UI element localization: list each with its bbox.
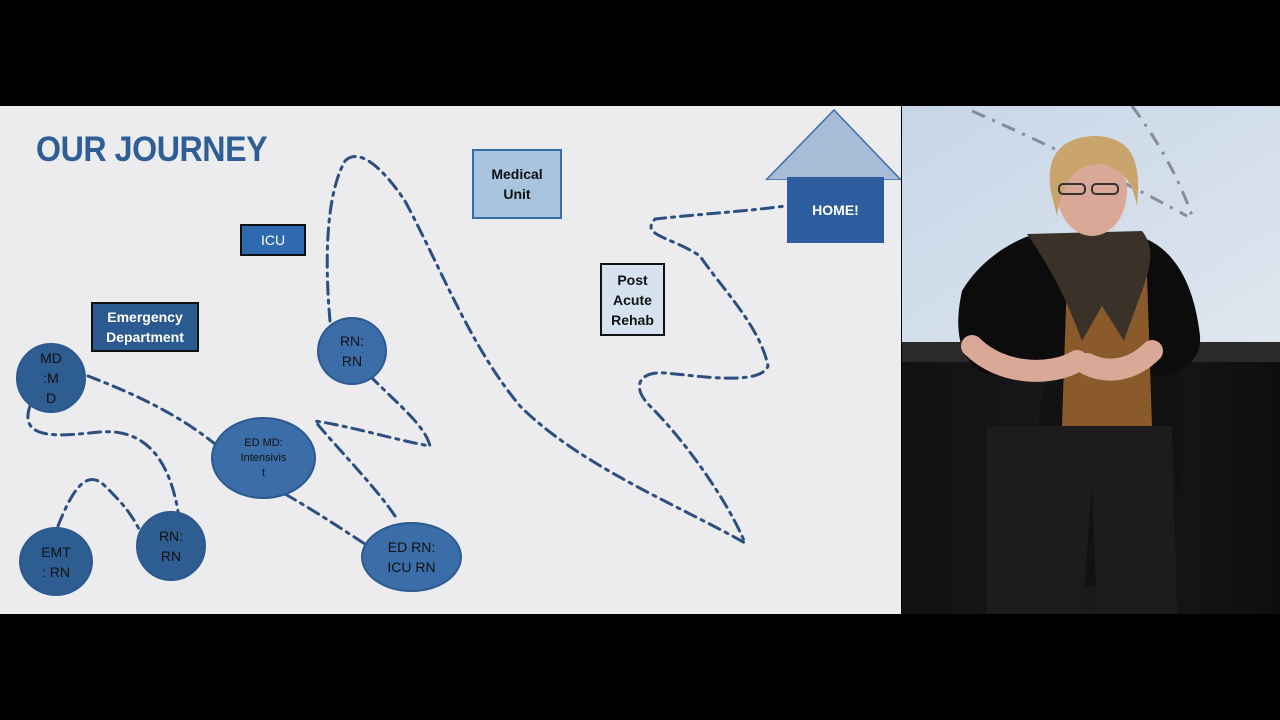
- medical-label-1: Medical: [491, 166, 543, 182]
- md-circle: MD :M D: [16, 343, 86, 413]
- emt-label-1: EMT: [41, 543, 71, 560]
- emergency-label-1: Emergency: [107, 309, 183, 325]
- md-label-1: MD: [40, 350, 62, 366]
- md-label-3: D: [45, 390, 57, 406]
- emergency-label-2: Department: [106, 329, 184, 345]
- ed-rn-label-1: ED RN:: [387, 539, 436, 555]
- path-emt-to-rn: [56, 478, 142, 533]
- post-acute-rehab-box: Post Acute Rehab: [600, 263, 665, 336]
- rn-left-label-1: RN:: [158, 528, 184, 544]
- ed-md-label-3: t: [261, 466, 266, 479]
- ed-md-label-1: ED MD:: [244, 436, 283, 449]
- home-box: HOME!: [787, 177, 884, 243]
- path-md-to-rn: [26, 404, 180, 513]
- rn-left-label-2: RN: [160, 548, 182, 564]
- rehab-label-2: Acute: [613, 291, 652, 308]
- ed-md-label-2: Intensivis: [240, 451, 287, 464]
- rn-left-circle: RN: RN: [136, 511, 206, 581]
- path-md-to-edmd: [86, 374, 217, 446]
- medical-unit-box: Medical Unit: [472, 149, 562, 219]
- slide-title: OUR JOURNEY: [36, 130, 268, 169]
- journey-paths: [26, 155, 787, 548]
- icu-label: ICU: [260, 232, 286, 248]
- rn-top-label-1: RN:: [339, 333, 365, 349]
- path-edrn-loop: [311, 376, 433, 518]
- medical-label-2: Unit: [503, 186, 531, 202]
- icu-box: ICU: [240, 224, 306, 256]
- emt-circle: EMT : RN: [19, 527, 93, 596]
- ed-rn-label-2: ICU RN: [387, 559, 436, 575]
- emt-label-2: : RN: [42, 563, 70, 580]
- home-label: HOME!: [812, 202, 859, 218]
- path-edmd-to-edrn: [283, 492, 370, 548]
- path-rn-to-rehab-loop: [325, 155, 787, 547]
- ed-md-intensivist-circle: ED MD: Intensivis t: [211, 417, 316, 499]
- speaker-image: [902, 106, 1280, 614]
- rehab-label-3: Rehab: [611, 311, 654, 328]
- rehab-label-1: Post: [617, 271, 648, 288]
- home-roof-icon: [764, 108, 901, 180]
- rn-top-circle: RN: RN: [317, 317, 387, 385]
- md-label-2: :M: [43, 370, 59, 386]
- emergency-department-box: Emergency Department: [91, 302, 199, 352]
- presentation-slide: OUR JOURNEY Emergency Department ICU Med…: [0, 106, 901, 614]
- rn-top-label-2: RN: [341, 353, 363, 369]
- ed-rn-icu-rn-circle: ED RN: ICU RN: [361, 522, 462, 592]
- speaker-video: [902, 106, 1280, 614]
